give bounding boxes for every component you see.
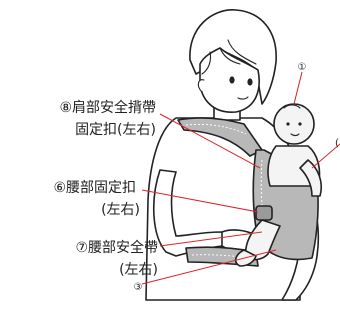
adult-mouth bbox=[237, 96, 249, 100]
baby-left-eye bbox=[286, 122, 290, 126]
labels: ⑧肩部安全揹帶 固定扣(左右) ⑥腰部固定扣 (左右) ⑦腰部安全帶 (左右) … bbox=[53, 62, 339, 293]
callout-line-waist-buckle bbox=[141, 189, 259, 213]
adult-right-eye bbox=[247, 78, 253, 86]
callout-line-waist-belt bbox=[159, 231, 263, 247]
baby-mouth bbox=[290, 133, 300, 137]
waist-buckle bbox=[255, 205, 273, 221]
baby-leg bbox=[244, 219, 281, 261]
callout-line-shoulder bbox=[159, 113, 261, 169]
baby-hair bbox=[283, 104, 301, 109]
baby-right-eye bbox=[298, 122, 302, 126]
baby-arm bbox=[299, 159, 323, 197]
label-waist-buckle-line2: (左右) bbox=[101, 202, 140, 218]
adult-hair-fringe bbox=[201, 39, 257, 75]
baby-head bbox=[273, 103, 315, 145]
marker-right-partial: ( bbox=[335, 138, 339, 149]
baby-figure bbox=[234, 103, 323, 267]
label-shoulder-buckle-line2: 固定扣(左右) bbox=[75, 122, 156, 138]
carrier-strap-stitch bbox=[185, 123, 247, 135]
adult-ear bbox=[197, 79, 205, 93]
label-shoulder-buckle-line1: ⑧肩部安全揹帶 bbox=[59, 99, 156, 116]
label-waist-belt-line2: (左右) bbox=[119, 262, 158, 278]
callouts bbox=[141, 71, 340, 285]
marker-bottom: ③ bbox=[134, 282, 143, 293]
carrier-waist-belt-stitch bbox=[191, 254, 253, 259]
label-waist-belt-line1: ⑦腰部安全帶 bbox=[75, 239, 158, 256]
callout-line-baby bbox=[293, 71, 303, 105]
carrier-panel-seam bbox=[260, 159, 267, 237]
label-waist-buckle-line1: ⑥腰部固定扣 bbox=[53, 180, 136, 196]
callout-line-right bbox=[311, 143, 340, 169]
marker-baby: ① bbox=[298, 62, 307, 73]
adult-left-eye bbox=[229, 76, 235, 84]
callout-line-bottom bbox=[141, 249, 277, 285]
